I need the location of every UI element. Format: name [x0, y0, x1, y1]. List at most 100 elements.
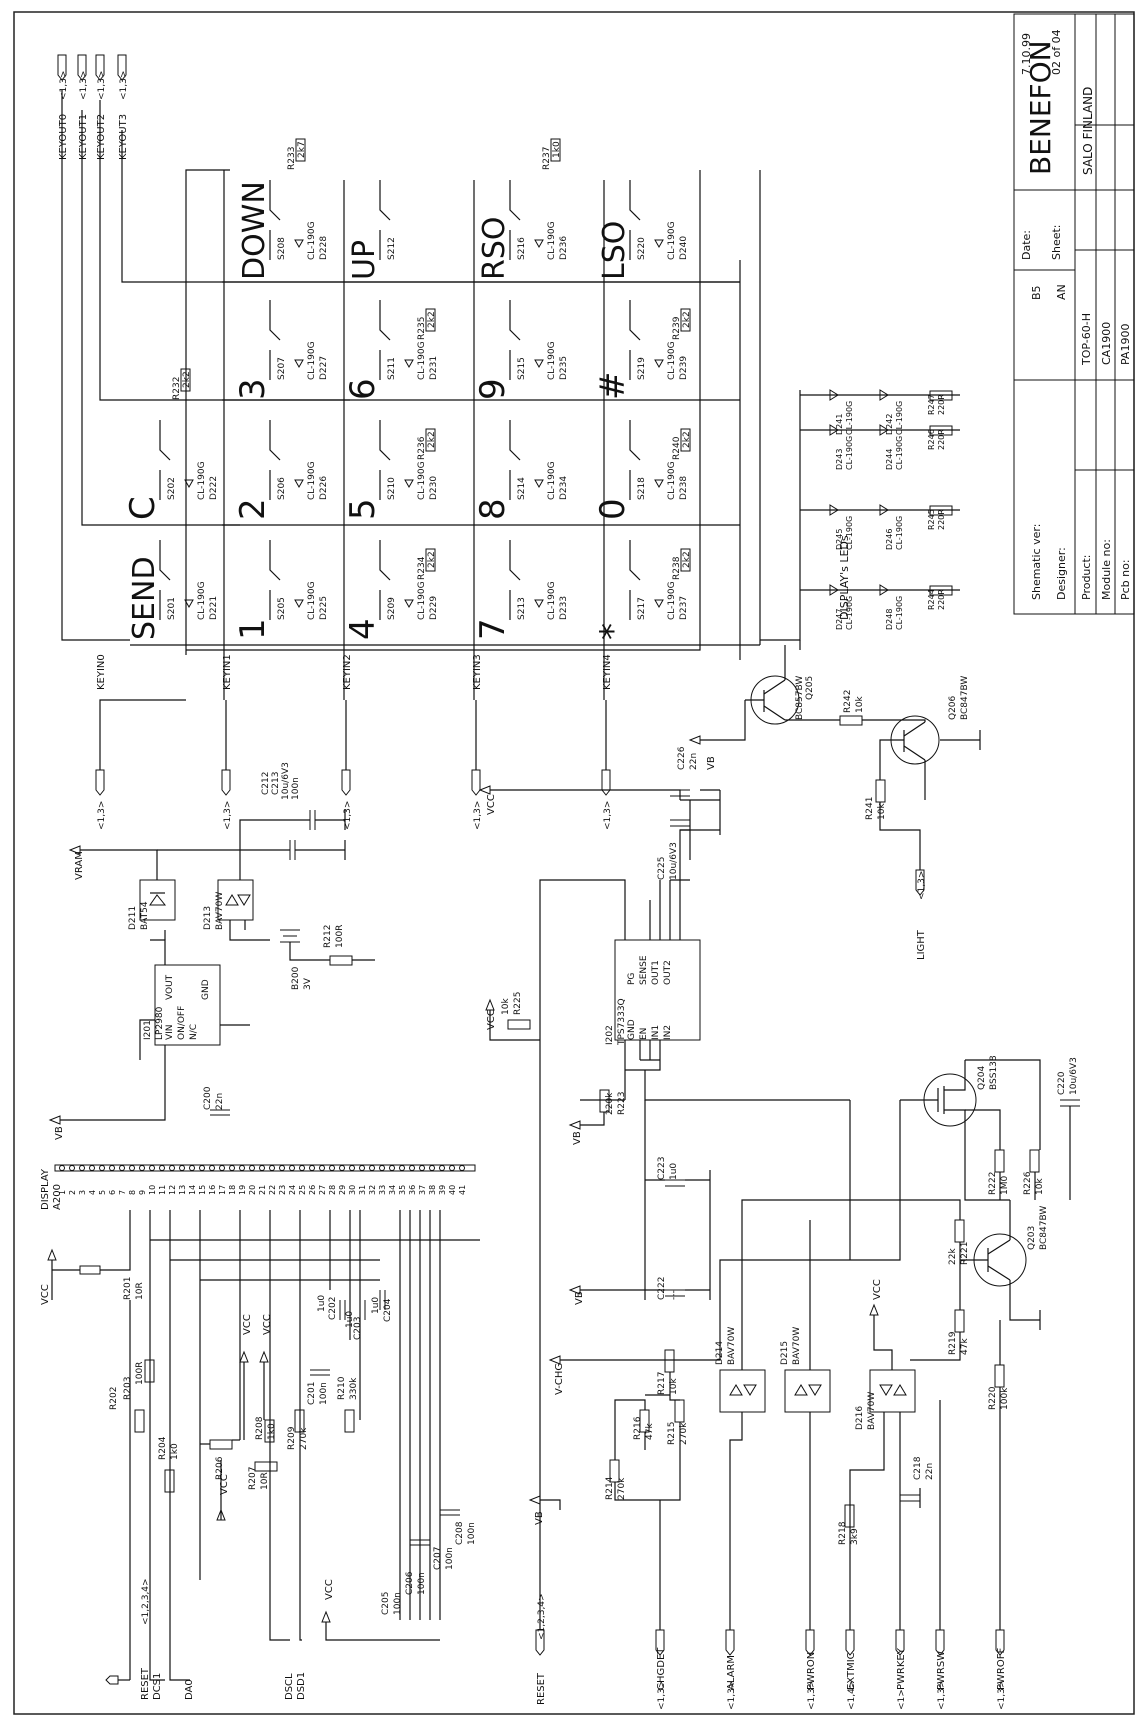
- display-led-part: CL-190G: [895, 596, 904, 630]
- display-led-ref: D246: [885, 529, 894, 550]
- connector-pin-number: 35: [398, 1185, 407, 1195]
- connector-pin: [219, 1165, 225, 1171]
- net-reset-left: RESET: [140, 1667, 151, 1700]
- key-led-symbol: [654, 239, 664, 249]
- svg-text:<1,3>: <1,3>: [603, 801, 613, 830]
- key-switch-symbol: [379, 420, 391, 500]
- q206-part: BC847BW: [960, 676, 970, 720]
- keypad-resistor-ref: R232: [172, 377, 182, 400]
- reset-pin-out2: OUT2: [663, 960, 673, 985]
- connector-pin: [269, 1165, 275, 1171]
- svg-text:<1,3>: <1,3>: [79, 71, 89, 100]
- display-led-resistor: [929, 505, 953, 516]
- key-switch-ref: S210: [387, 477, 397, 500]
- key-switch-symbol: [269, 420, 281, 500]
- net-pwrkey: PWRKEY: [896, 1647, 907, 1690]
- connector-pin-number: 7: [118, 1190, 127, 1195]
- key-led-symbol: [534, 479, 544, 489]
- r204-value: 1k0: [170, 1443, 180, 1460]
- connector-pin: [439, 1165, 445, 1171]
- keypad-resistor: [295, 138, 306, 162]
- key-label: LSO: [597, 221, 632, 280]
- keyout0-label: KEYOUT0: [58, 114, 69, 160]
- key-led-part: CL-190G: [307, 581, 317, 620]
- r241-ref: R241: [865, 797, 875, 820]
- c212-value: 10u/6V3: [281, 762, 291, 800]
- tb-label-product: Product:: [1080, 555, 1093, 600]
- d213-ref: D213: [203, 906, 213, 930]
- display-led-resistor: [929, 425, 953, 436]
- net-pwrsw-ref: <1,3>: [937, 1681, 947, 1710]
- c213-ref: C213: [271, 772, 281, 795]
- key-led-ref: D225: [319, 596, 329, 620]
- connector-pin: [279, 1165, 285, 1171]
- r204-ref: R204: [158, 1436, 168, 1460]
- q203-part: BC847BW: [1039, 1206, 1049, 1250]
- net-reset-power: RESET: [536, 1672, 547, 1705]
- svg-text:<1,3>: <1,3>: [119, 71, 129, 100]
- connector-pin-number: 3: [78, 1190, 87, 1195]
- d214-diode: [719, 1369, 766, 1413]
- connector-pin-number: 30: [348, 1185, 357, 1195]
- key-label: 7: [473, 618, 513, 640]
- q204-ref: Q204: [977, 1065, 987, 1090]
- connector-pin-number: 15: [198, 1185, 207, 1195]
- c200-value: 22n: [215, 1093, 225, 1110]
- d213-diode: [217, 879, 254, 921]
- c212-ref: C212: [261, 772, 271, 795]
- r221-ref: R221: [960, 1242, 970, 1265]
- r226-ref: R226: [1023, 1171, 1033, 1195]
- tb-label-pcb: Pcb no:: [1119, 559, 1132, 600]
- d215-ref: D215: [780, 1341, 790, 1365]
- key-led-part: CL-190G: [417, 461, 427, 500]
- keyin2-label: KEYIN2: [342, 654, 353, 690]
- key-led-ref: D234: [559, 476, 569, 500]
- display-led-resistor-ref: R244: [927, 589, 936, 610]
- key-led-symbol: [294, 479, 304, 489]
- key-switch-ref: S201: [167, 597, 177, 620]
- r241-value: 10k: [877, 803, 887, 820]
- keypad-resistor-ref: R234: [417, 556, 427, 580]
- key-label: 4: [343, 618, 383, 640]
- r220-value: 100k: [1000, 1387, 1010, 1410]
- display-led-symbol: [879, 504, 889, 516]
- key-label: 2: [233, 498, 273, 520]
- key-led-part: CL-190G: [667, 581, 677, 620]
- key-led-part: CL-190G: [547, 581, 557, 620]
- key-switch-symbol: [629, 180, 641, 260]
- reg-pin-vin: VIN: [165, 1024, 175, 1040]
- key-led-symbol: [404, 599, 414, 609]
- tb-value-date: 7.10.99: [1020, 33, 1033, 75]
- c226-ref: C226: [677, 746, 687, 770]
- display-led-ref: D243: [835, 449, 844, 470]
- connector-pin-number: 19: [238, 1185, 247, 1195]
- connector-pin: [319, 1165, 325, 1171]
- key-label: 0: [593, 498, 633, 520]
- r212-value: 100R: [335, 925, 345, 948]
- q204-part: BSS138: [989, 1055, 999, 1090]
- key-switch-symbol: [509, 540, 521, 620]
- connector-pin-number: 5: [98, 1190, 107, 1195]
- key-led-symbol: [404, 359, 414, 369]
- r208-ref: R208: [255, 1416, 265, 1440]
- key-led-ref: D231: [429, 356, 439, 380]
- net-extmic-ref: <1,4>: [847, 1681, 857, 1710]
- display-led-symbol: [879, 584, 889, 596]
- c225-ref: C225: [657, 857, 667, 880]
- r216-ref: R216: [633, 1416, 643, 1440]
- connector-pin-number: 22: [268, 1185, 277, 1195]
- q203-ref: Q203: [1027, 1226, 1037, 1250]
- key-switch-ref: S206: [277, 477, 287, 500]
- key-led-part: CL-190G: [667, 461, 677, 500]
- title-block: BENEFON SALO FINLAND Product: TOP-60-H M…: [1013, 13, 1135, 615]
- key-switch-symbol: [629, 540, 641, 620]
- display-led-resistor-value: 220R: [937, 589, 946, 610]
- svg-text:<1,3>: <1,3>: [97, 801, 107, 830]
